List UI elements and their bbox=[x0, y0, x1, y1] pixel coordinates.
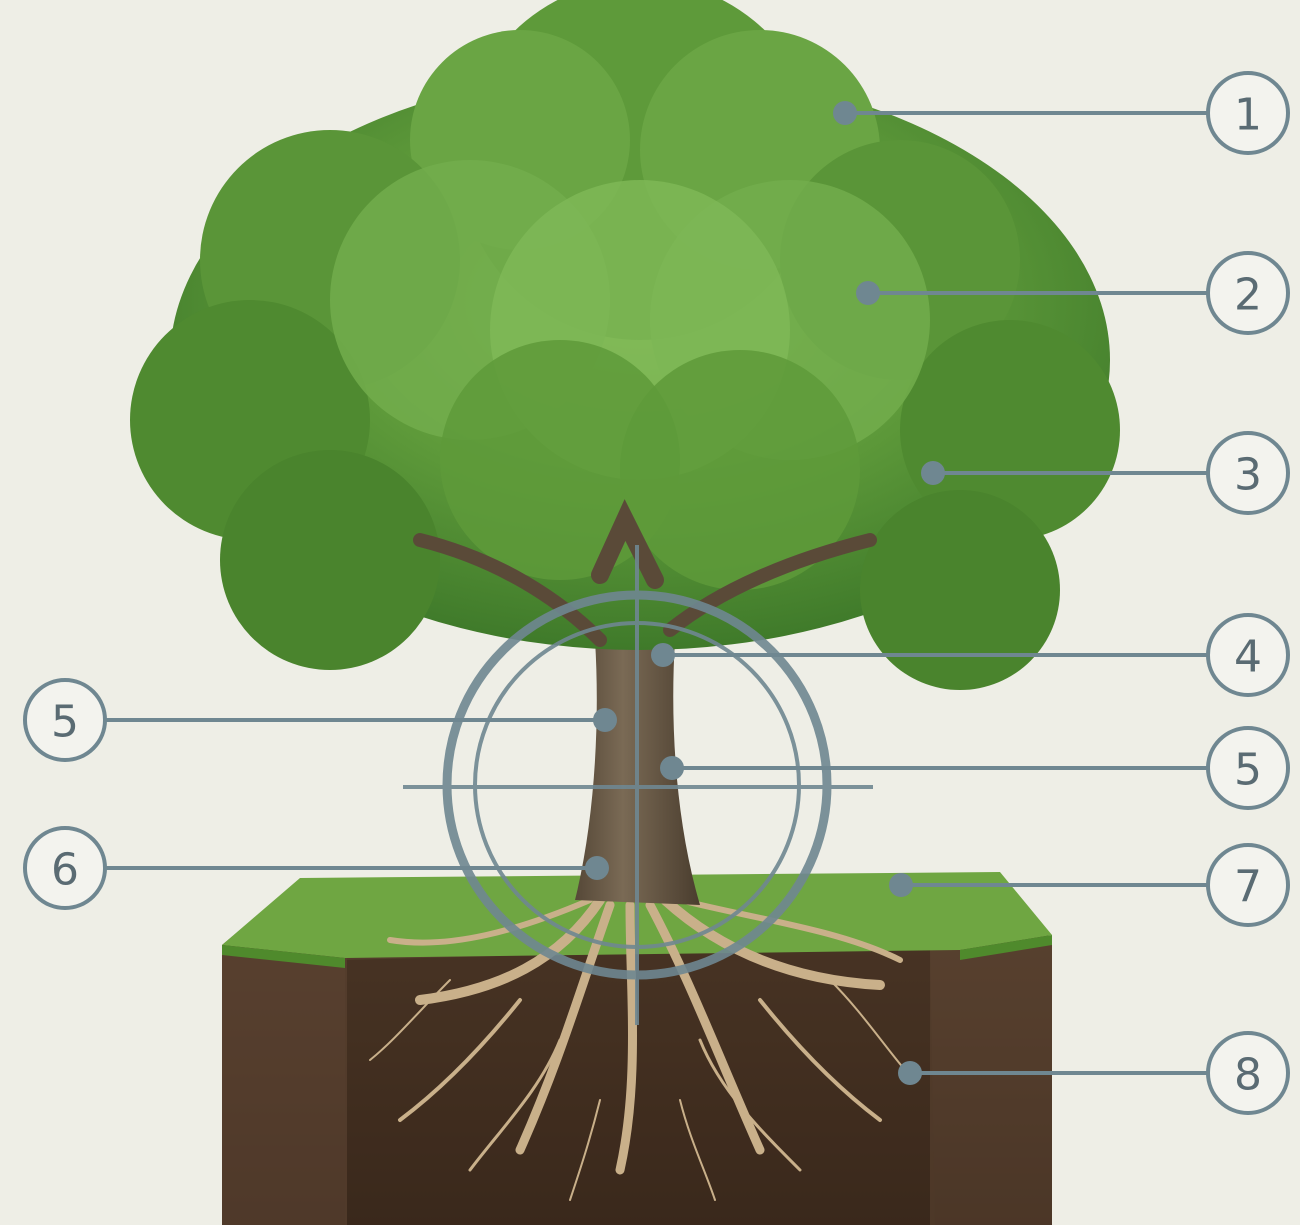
callout-number: 5 bbox=[1234, 745, 1262, 796]
callout-anchor-dot bbox=[889, 873, 913, 897]
callout-anchor-dot bbox=[921, 461, 945, 485]
callout-number: 3 bbox=[1234, 450, 1262, 501]
callout-anchor-dot bbox=[585, 856, 609, 880]
callout-number: 7 bbox=[1234, 862, 1262, 913]
callout-number: 4 bbox=[1234, 632, 1262, 683]
callout-anchor-dot bbox=[651, 643, 675, 667]
callout-anchor-dot bbox=[660, 756, 684, 780]
callout-number: 5 bbox=[51, 697, 79, 748]
callout-number: 8 bbox=[1234, 1050, 1262, 1101]
callout-anchor-dot bbox=[856, 281, 880, 305]
callout-c5l: 5 bbox=[25, 680, 617, 760]
callout-number: 1 bbox=[1234, 90, 1262, 141]
callout-anchor-dot bbox=[833, 101, 857, 125]
callout-anchor-dot bbox=[593, 708, 617, 732]
callout-number: 6 bbox=[51, 845, 79, 896]
canopy bbox=[130, 0, 1120, 690]
callout-c5r: 5 bbox=[660, 728, 1288, 808]
callout-anchor-dot bbox=[898, 1061, 922, 1085]
callout-number: 2 bbox=[1234, 270, 1262, 321]
